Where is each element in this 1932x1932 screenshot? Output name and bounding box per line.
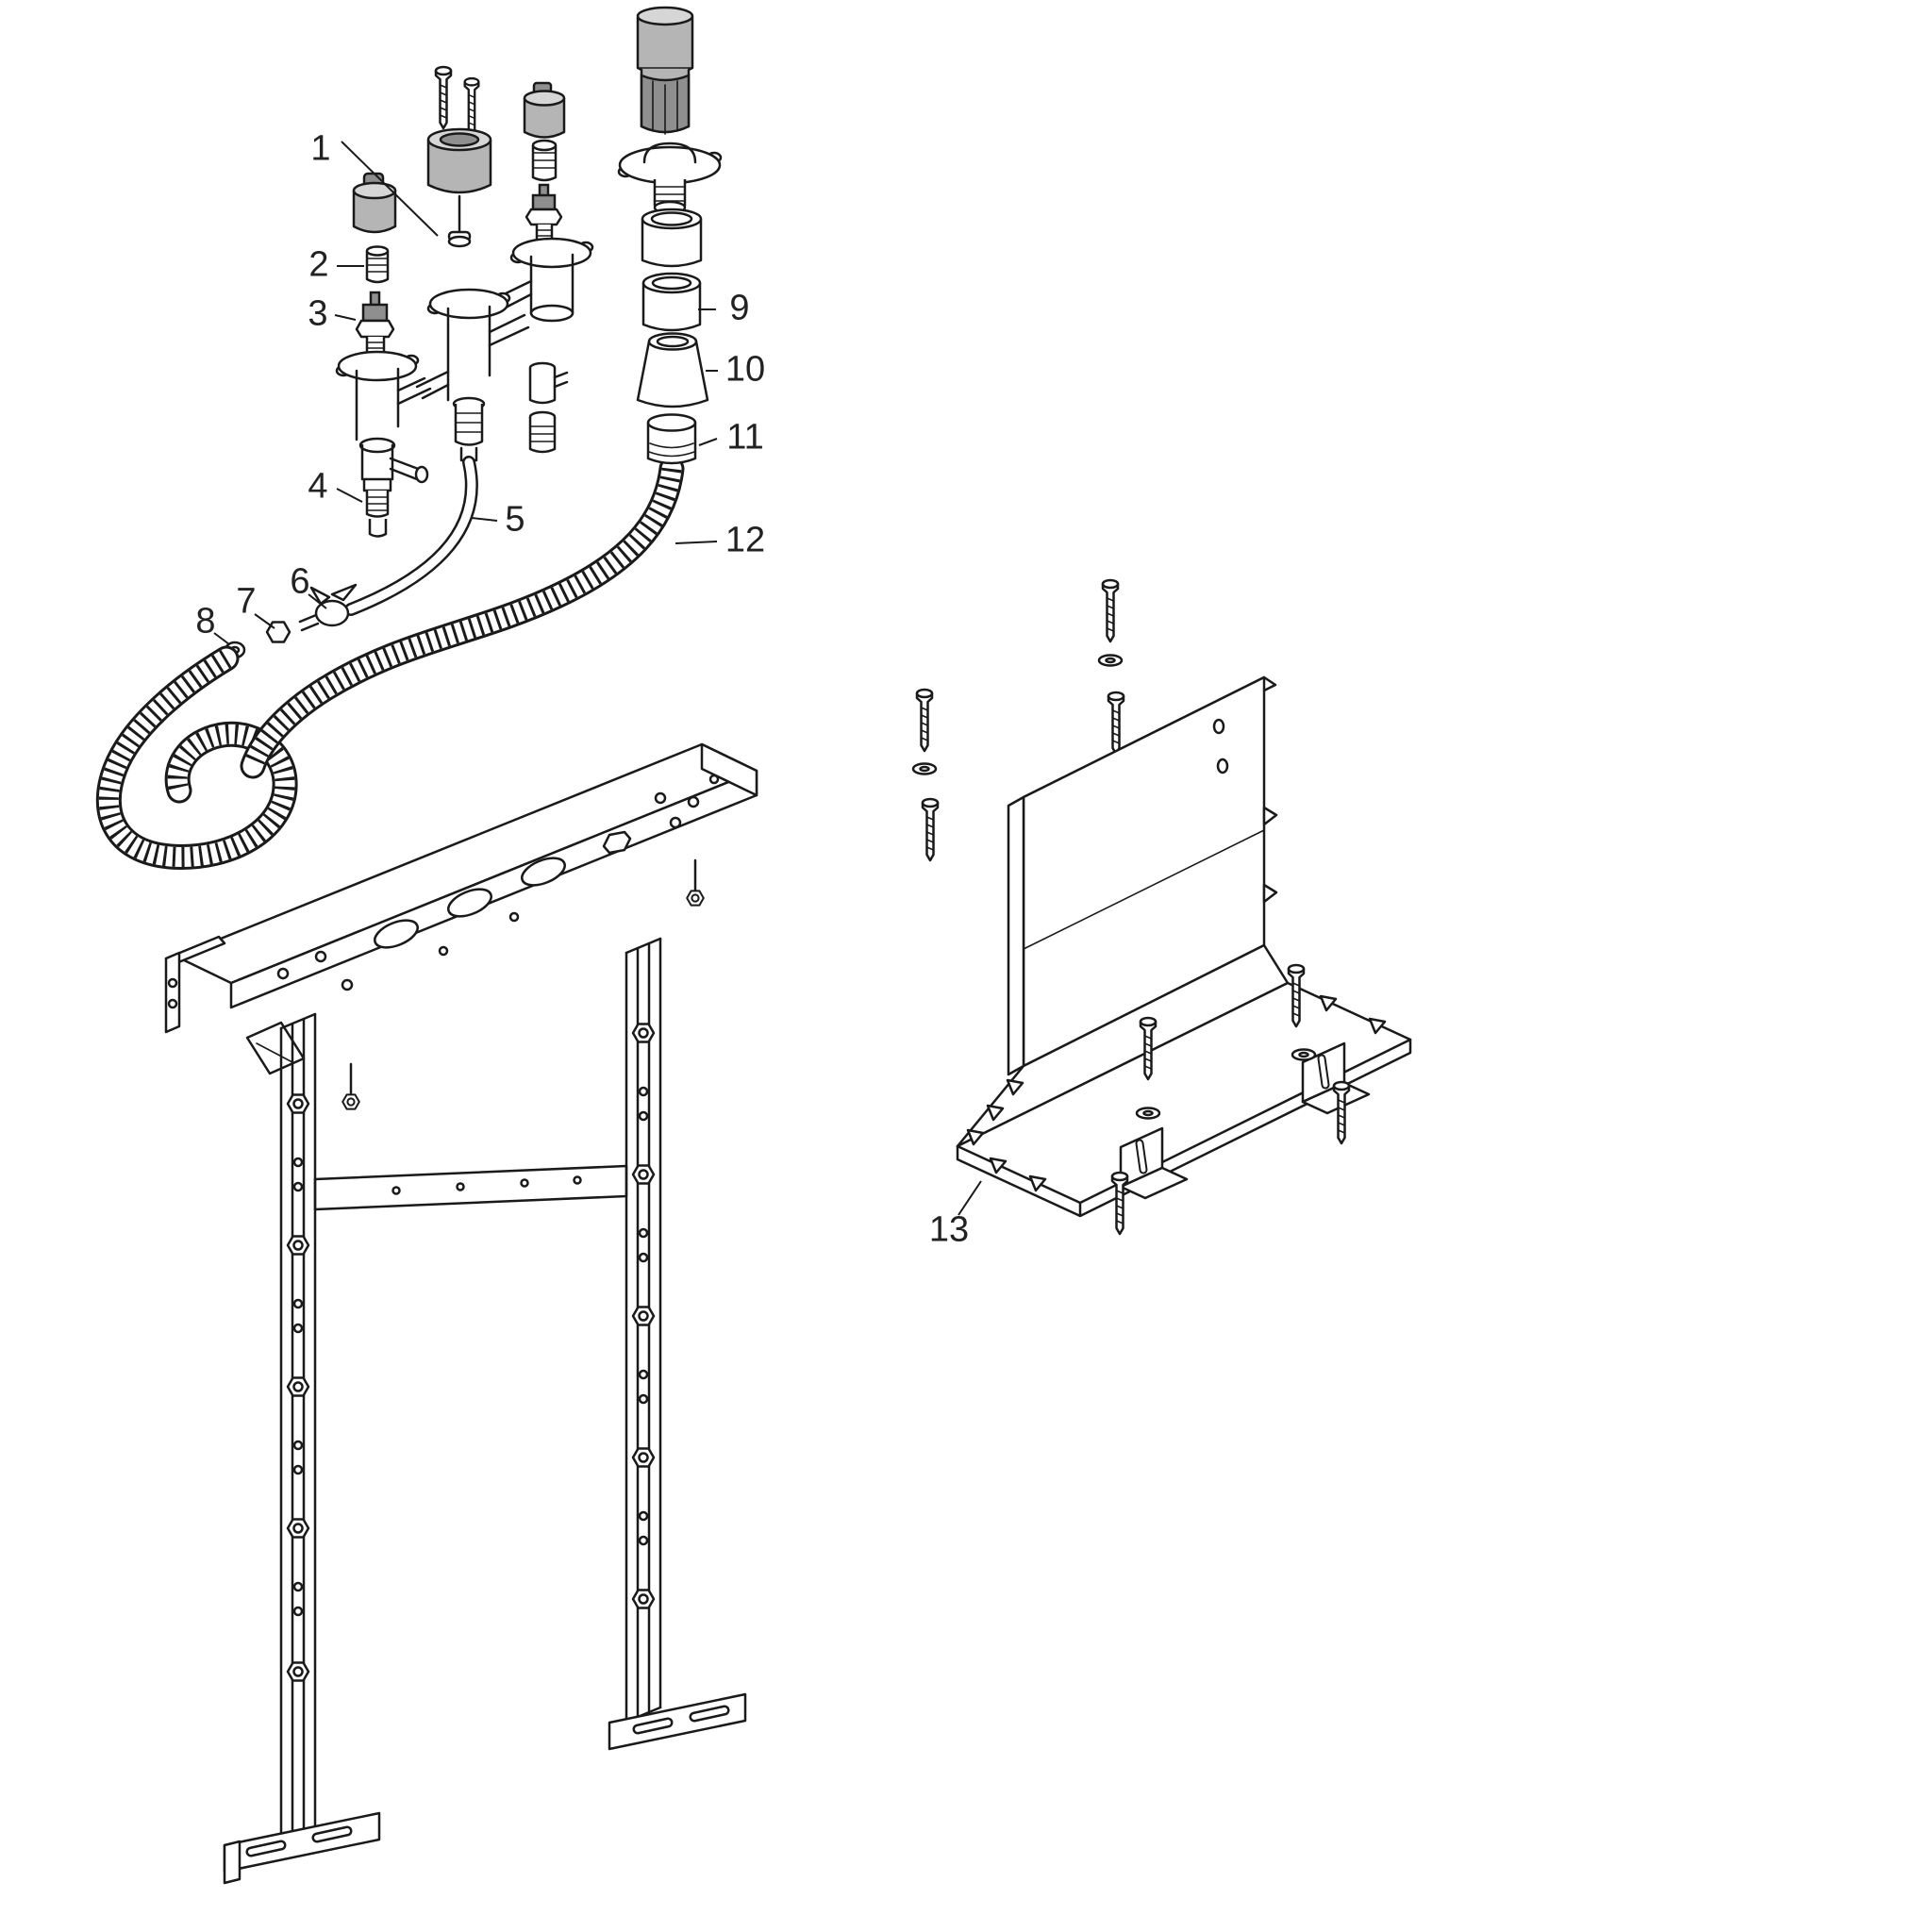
part-label-8: 8 [195,601,216,641]
part-label-11: 11 [726,417,764,458]
part-2-adapter [365,245,390,284]
part-11-hose-end [646,413,697,465]
hold-down-bracket [1119,1126,1189,1200]
part-3-cartridge [355,291,395,358]
part-label-2: 2 [308,244,329,285]
part-1-cap [426,127,492,248]
part-9-sleeve [641,272,702,332]
part-10-sleeve [636,332,709,408]
valve-middle [415,288,530,462]
screw-icon [463,76,480,137]
check-valve [528,361,569,454]
valve-left [335,350,432,441]
part-6-connector [298,583,358,632]
part-4-diverter [358,437,429,538]
stop-handle [352,172,397,234]
spout-handle [636,6,694,135]
part-label-10: 10 [724,349,766,390]
screw-icon [434,65,453,130]
leader-lines [213,141,982,1216]
frame-leg-left [223,1012,381,1885]
part-label-7: 7 [236,581,257,622]
frame-leg-right [608,937,747,1751]
part-label-6: 6 [290,561,310,602]
part-label-3: 3 [308,293,328,334]
part-label-1: 1 [310,128,331,169]
frame-cross-strap [313,1164,628,1211]
escutcheon-flange [617,142,723,215]
faucet-assembly [95,6,723,870]
wall-bracket [911,578,1412,1236]
sleeve-upper [641,208,703,268]
stop-handle-right [523,81,566,245]
valve-right [498,237,594,323]
part-label-4: 4 [308,466,328,507]
corrugated-hose-coil [95,645,298,870]
part-12-corrugated-hose [240,456,685,779]
part-5-hose [344,456,478,616]
part-label-5: 5 [505,499,525,540]
part-label-13: 13 [928,1209,970,1250]
part-label-9: 9 [729,288,750,328]
part-label-12: 12 [724,520,766,560]
mounting-frame [164,742,758,1885]
